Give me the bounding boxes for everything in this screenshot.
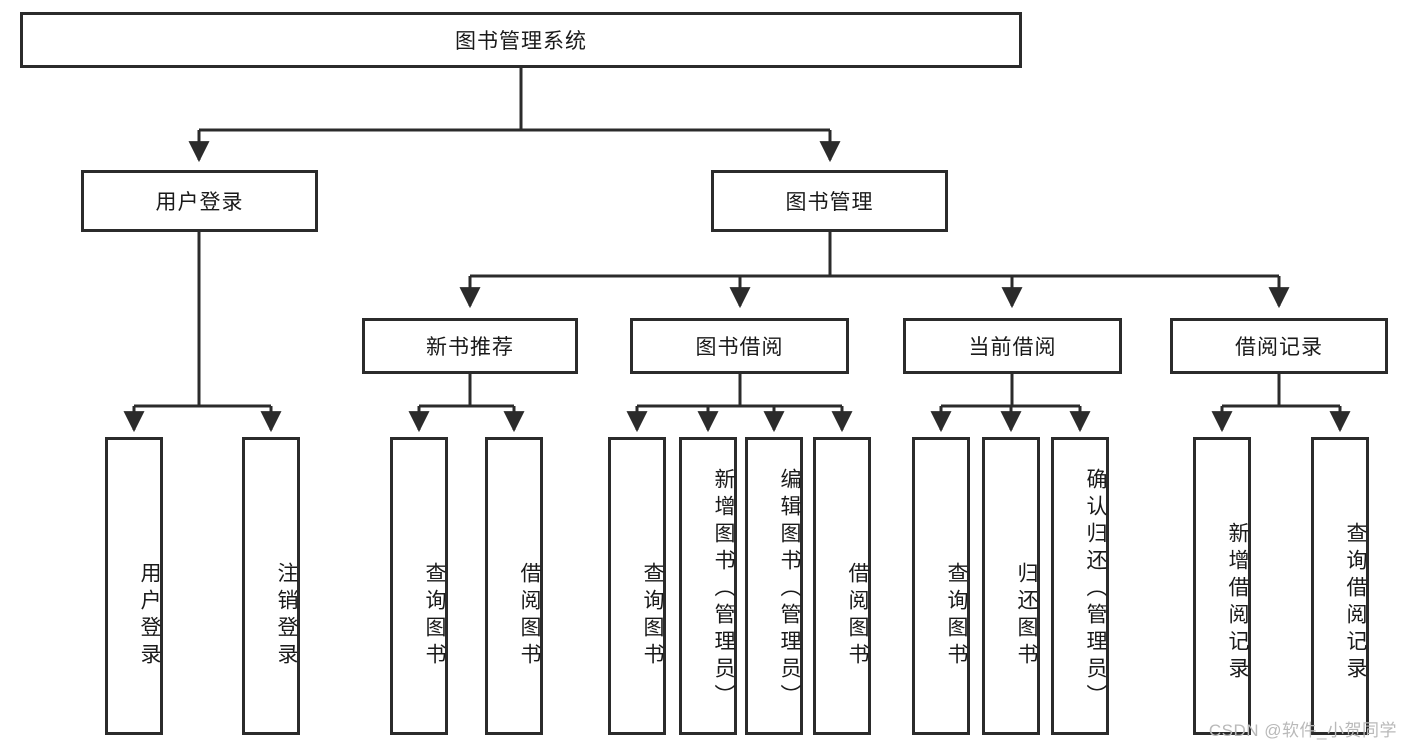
- node-label: 新书推荐: [426, 336, 514, 359]
- node-label: 新增借阅记录: [1226, 522, 1249, 684]
- leaf-query-book-current[interactable]: 查询图书: [912, 437, 970, 735]
- node-label: 确认归还（管理员）: [1084, 467, 1107, 711]
- node-label: 查询借阅记录: [1344, 522, 1367, 684]
- node-user-login[interactable]: 用户登录: [81, 170, 318, 232]
- leaf-query-borrow-record[interactable]: 查询借阅记录: [1311, 437, 1369, 735]
- node-new-book-recommend[interactable]: 新书推荐: [362, 318, 578, 374]
- node-label: 借阅图书: [846, 562, 869, 670]
- leaf-query-book-recommend[interactable]: 查询图书: [390, 437, 448, 735]
- node-current-borrow[interactable]: 当前借阅: [903, 318, 1122, 374]
- node-label: 注销登录: [275, 562, 298, 670]
- node-label: 查询图书: [423, 562, 446, 670]
- node-label: 用户登录: [138, 562, 161, 670]
- node-label: 查询图书: [641, 562, 664, 670]
- node-label: 图书管理: [785, 191, 874, 214]
- csdn-watermark: CSDN @软件_小贺同学: [1208, 721, 1397, 740]
- leaf-return-book[interactable]: 归还图书: [982, 437, 1040, 735]
- node-label: 新增图书（管理员）: [712, 467, 735, 711]
- leaf-borrow-book[interactable]: 借阅图书: [813, 437, 871, 735]
- leaf-user-login[interactable]: 用户登录: [105, 437, 163, 735]
- node-label: 图书借阅: [695, 336, 784, 359]
- node-label: 当前借阅: [968, 336, 1057, 359]
- leaf-borrow-book-recommend[interactable]: 借阅图书: [485, 437, 543, 735]
- node-book-management[interactable]: 图书管理: [711, 170, 948, 232]
- leaf-query-book-borrow[interactable]: 查询图书: [608, 437, 666, 735]
- node-label: 归还图书: [1015, 562, 1038, 670]
- leaf-logout-login[interactable]: 注销登录: [242, 437, 300, 735]
- node-label: 编辑图书（管理员）: [778, 467, 801, 711]
- leaf-add-book-admin[interactable]: 新增图书（管理员）: [679, 437, 737, 735]
- leaf-add-borrow-record[interactable]: 新增借阅记录: [1193, 437, 1251, 735]
- node-label: 图书管理系统: [455, 30, 587, 53]
- leaf-edit-book-admin[interactable]: 编辑图书（管理员）: [745, 437, 803, 735]
- node-label: 查询图书: [945, 562, 968, 670]
- node-root-book-management-system[interactable]: 图书管理系统: [20, 12, 1022, 68]
- node-borrow-record[interactable]: 借阅记录: [1170, 318, 1388, 374]
- leaf-confirm-return-admin[interactable]: 确认归还（管理员）: [1051, 437, 1109, 735]
- node-label: 借阅记录: [1235, 336, 1323, 359]
- node-book-borrow[interactable]: 图书借阅: [630, 318, 849, 374]
- node-label: 借阅图书: [518, 562, 541, 670]
- node-label: 用户登录: [155, 191, 244, 214]
